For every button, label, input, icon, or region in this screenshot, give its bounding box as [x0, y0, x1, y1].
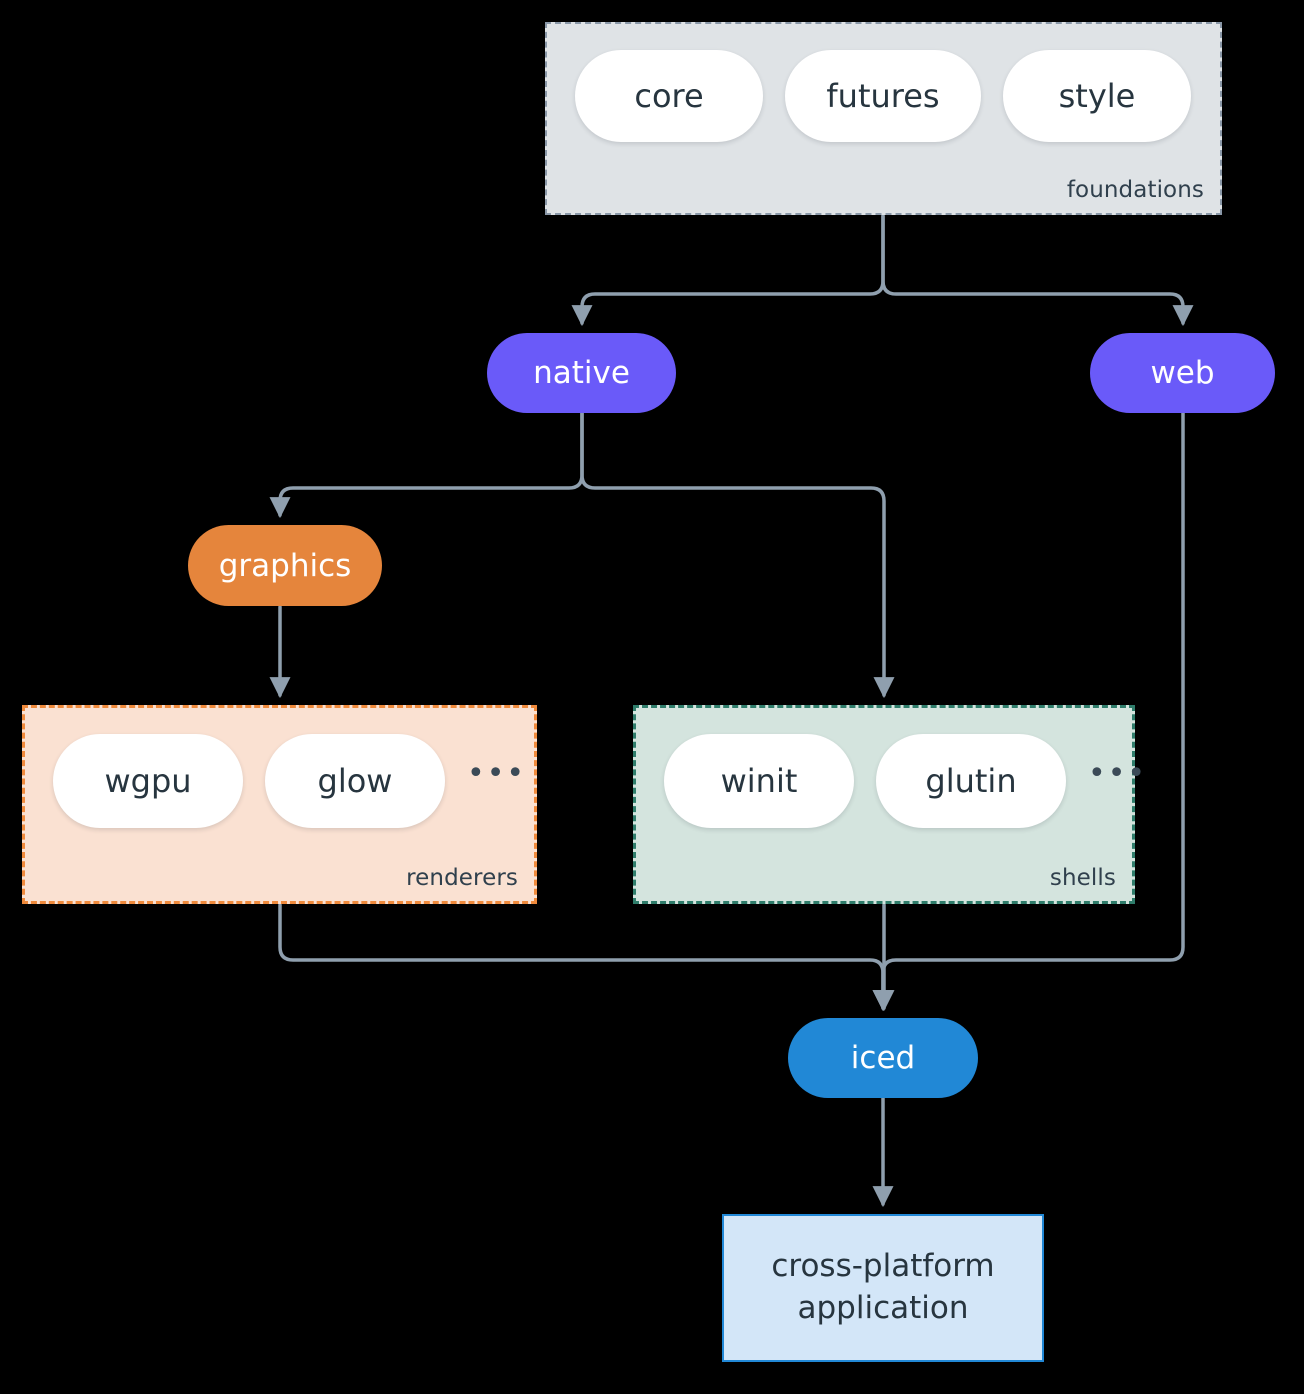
application-line-1: cross-platform: [771, 1248, 995, 1285]
edge-native-shells: [580, 411, 895, 699]
group-label-foundations: foundations: [1066, 177, 1204, 203]
renderers-ellipsis: •••: [467, 756, 527, 791]
edge-foundations-web: [881, 214, 1194, 327]
edge-renderers-iced: [278, 903, 894, 1012]
node-native[interactable]: native: [487, 333, 676, 413]
pill-winit[interactable]: winit: [664, 734, 854, 828]
group-label-renderers: renderers: [406, 865, 518, 891]
node-web[interactable]: web: [1090, 333, 1275, 413]
pill-core[interactable]: core: [575, 50, 763, 142]
pill-style[interactable]: style: [1003, 50, 1191, 142]
shells-ellipsis: •••: [1088, 756, 1148, 791]
group-shells: winit glutin ••• shells: [633, 705, 1145, 904]
pill-wgpu[interactable]: wgpu: [53, 734, 243, 828]
pill-glow[interactable]: glow: [265, 734, 445, 828]
application-line-2: application: [797, 1290, 969, 1326]
pill-glutin[interactable]: glutin: [876, 734, 1066, 828]
node-cross-platform-application[interactable]: cross-platform application: [722, 1214, 1044, 1362]
group-label-shells: shells: [1049, 865, 1116, 891]
shells-items: winit glutin •••: [664, 734, 1147, 828]
pill-futures[interactable]: futures: [785, 50, 981, 142]
foundations-items: core futures style: [575, 50, 1191, 142]
group-renderers: wgpu glow ••• renderers: [22, 705, 537, 904]
renderers-items: wgpu glow •••: [53, 734, 526, 828]
group-foundations: core futures style foundations: [545, 22, 1222, 215]
node-graphics[interactable]: graphics: [188, 525, 382, 606]
edge-native-graphics: [269, 411, 584, 519]
edge-foundations-native: [571, 214, 885, 327]
node-iced[interactable]: iced: [788, 1018, 978, 1098]
